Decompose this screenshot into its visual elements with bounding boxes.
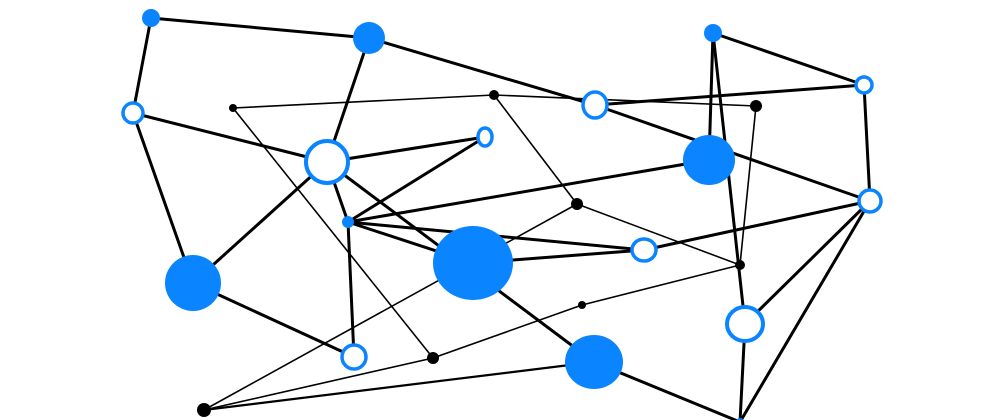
edge-n7-n15 [346, 135, 487, 224]
ring-node-n4 [121, 101, 145, 125]
ring-node-n17 [854, 75, 874, 95]
junction-node-n18 [735, 260, 745, 270]
junction-node-n19 [578, 301, 586, 309]
junction-node-n26 [197, 403, 211, 417]
edge-n8-n16 [642, 199, 872, 252]
edge-n18-n12 [739, 105, 757, 266]
edge-n9-n21 [232, 107, 434, 359]
ring-node-n6 [581, 90, 609, 120]
edge-n5-n14 [191, 160, 329, 285]
edge-n2-n6 [367, 36, 597, 107]
edge-n10-n12 [493, 94, 757, 107]
edge-n17-n22 [711, 31, 866, 87]
edge-n15-n3 [346, 158, 711, 224]
edge-n1-n2 [149, 16, 371, 40]
edge-n1-n4 [131, 16, 153, 115]
edge-n18-n19 [581, 264, 741, 306]
junction-node-n11 [571, 198, 583, 210]
filled-node-n2 [353, 22, 385, 54]
edge-n16-n20 [743, 199, 872, 326]
edge-n6-n17 [593, 83, 866, 107]
ring-node-n7 [476, 126, 494, 148]
edge-n11-n18 [576, 203, 741, 266]
edge-n16-n17 [862, 83, 872, 203]
edge-n20-n22 [711, 31, 747, 326]
junction-node-n12 [750, 100, 762, 112]
filled-node-n3 [683, 135, 735, 185]
junction-node-n10 [489, 90, 499, 100]
ring-node-n20 [725, 305, 765, 343]
filled-node-n15 [342, 216, 354, 228]
edge-n14-n23 [191, 281, 356, 359]
edge-n9-n10 [232, 94, 495, 109]
edge-n5-n7 [325, 135, 487, 164]
edge-n4-n14 [131, 111, 195, 285]
edge-n15-n23 [346, 220, 356, 359]
ring-node-n23 [340, 343, 368, 371]
nodes-layer [121, 9, 883, 420]
edges-layer [131, 16, 872, 420]
edge-n16-n25 [739, 199, 872, 420]
edge-n21-n26 [203, 357, 434, 411]
edge-n11-n26 [203, 203, 578, 411]
edge-n19-n21 [432, 304, 583, 359]
ring-node-n16 [857, 188, 883, 214]
filled-node-n1 [142, 9, 160, 27]
filled-node-n22 [704, 24, 722, 42]
ring-node-n5 [304, 139, 350, 185]
filled-node-n14 [165, 255, 221, 311]
edge-n4-n5 [131, 111, 329, 164]
filled-node-n13 [433, 226, 513, 300]
ring-node-n8 [630, 237, 658, 263]
filled-node-n24 [565, 335, 623, 389]
junction-node-n21 [427, 352, 439, 364]
edge-n24-n26 [202, 360, 596, 412]
junction-node-n9 [229, 104, 237, 112]
